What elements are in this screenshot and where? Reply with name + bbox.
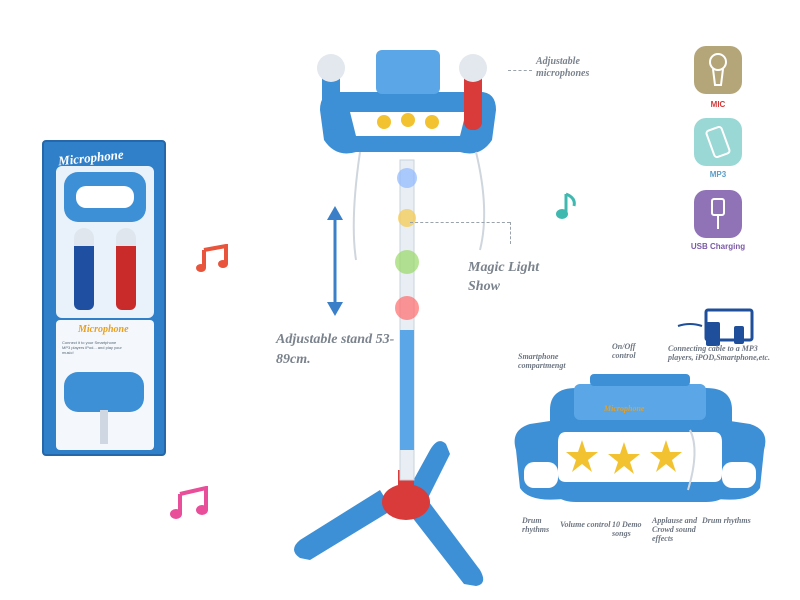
mic-callout: Adjustable microphones	[536, 56, 590, 79]
box-mic-blue	[74, 228, 94, 310]
smartphone-callout: Smartphone compartmengt	[518, 352, 566, 370]
demo-callout: 10 Demo songs	[612, 520, 642, 538]
feature-mic: MIC	[688, 46, 748, 109]
box-caption: Connect it to your Smartphone MP3 player…	[62, 340, 122, 355]
music-note-red-icon	[196, 244, 228, 272]
panel-brand: Microphone	[604, 404, 645, 413]
usb-badge	[694, 190, 742, 238]
box-panel-image	[64, 172, 146, 222]
music-note-pink-icon	[170, 486, 208, 519]
feature-mic-label: MIC	[710, 100, 726, 109]
box-window	[56, 166, 154, 318]
drum-left-callout: Drum rhythms	[522, 516, 550, 534]
light-leader-tick	[510, 222, 511, 244]
stand-callout: Adjustable stand 53-89cm.	[276, 332, 395, 367]
feature-usb-label: USB Charging	[690, 242, 746, 251]
microphone-icon	[709, 53, 727, 86]
feature-mp3-label: MP3	[709, 170, 727, 179]
mic-badge	[694, 46, 742, 94]
volume-callout: Volume control	[560, 520, 611, 529]
box-info: Microphone Connect it to your Smartphone…	[56, 320, 154, 450]
applause-callout: Applause and Crowd sound effects	[652, 516, 698, 543]
feature-mp3: MP3	[688, 118, 748, 179]
box-stand-thumb	[100, 410, 108, 444]
box-toy-thumb	[64, 372, 144, 412]
usb-plug-icon	[711, 198, 725, 229]
music-note-teal-icon	[556, 192, 576, 219]
light-callout: Magic Light Show	[468, 260, 540, 294]
box-brand: Microphone	[78, 324, 129, 335]
panel-closeup-image	[514, 374, 766, 502]
product-box: Microphone Microphone Connect it to your…	[42, 140, 166, 456]
devices-icon	[677, 308, 754, 346]
karaoke-stand-image	[294, 50, 496, 586]
box-mic-red	[116, 228, 136, 310]
light-leader-line	[410, 222, 510, 223]
connect-callout: Connecting cable to a MP3 players, iPOD,…	[668, 344, 770, 362]
mic-leader-line	[508, 70, 532, 71]
drum-right-callout: Drum rhythms	[702, 516, 751, 525]
height-arrow-icon	[327, 206, 343, 316]
mp3-badge	[694, 118, 742, 166]
feature-usb: USB Charging	[688, 190, 748, 251]
onoff-callout: On/Off control	[612, 342, 636, 360]
phone-icon	[705, 126, 731, 158]
